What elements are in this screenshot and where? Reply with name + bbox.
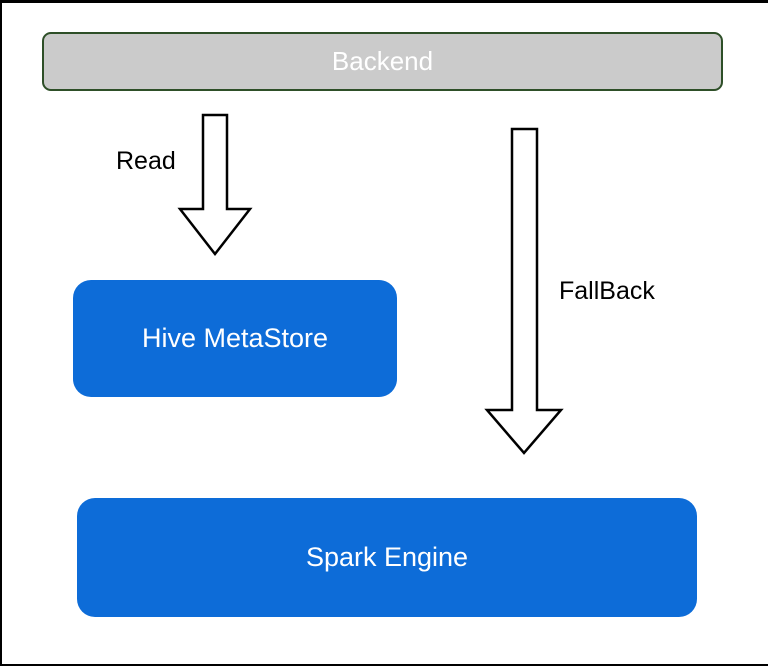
edge-label-fallback: FallBack [559,277,655,305]
node-hive-metastore: Hive MetaStore [73,280,397,397]
edge-label-read: Read [116,147,176,175]
down-arrow-fallback-icon [484,127,564,455]
node-spark-engine: Spark Engine [77,498,697,617]
node-backend: Backend [42,32,723,91]
node-hive-metastore-label: Hive MetaStore [141,323,329,353]
node-spark-engine-label: Spark Engine [305,542,469,572]
down-arrow-read-icon [177,113,253,257]
node-backend-label: Backend [331,46,434,76]
